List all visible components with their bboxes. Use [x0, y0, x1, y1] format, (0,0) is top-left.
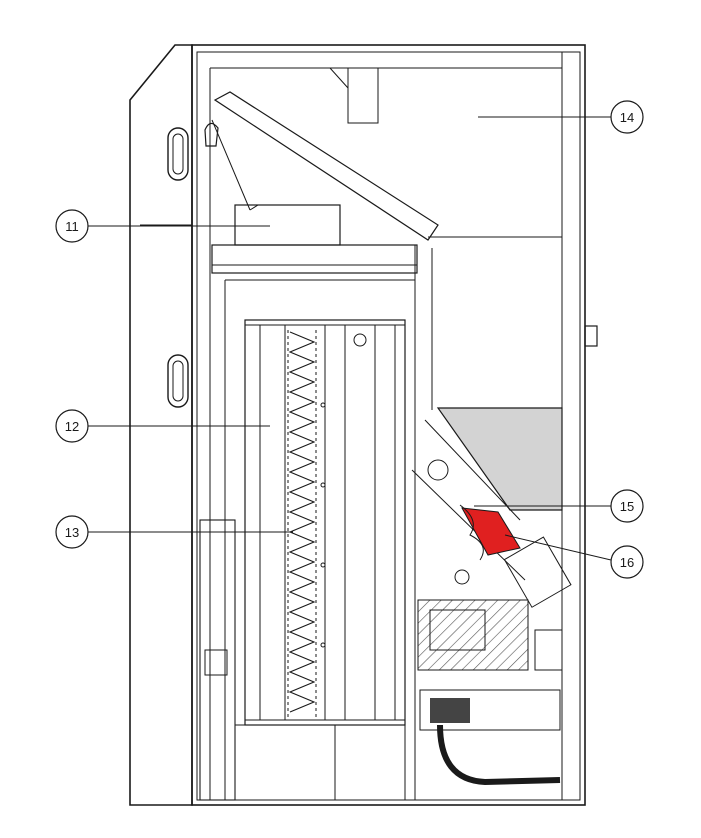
callout-14: 14	[610, 100, 644, 134]
svg-text:14: 14	[620, 110, 634, 125]
lower-door-frame	[199, 519, 406, 801]
svg-text:11: 11	[65, 219, 79, 234]
callout-13: 13	[55, 515, 89, 549]
burner-assembly	[417, 569, 563, 786]
part-14-hopper	[411, 248, 563, 581]
svg-text:15: 15	[620, 499, 634, 514]
part-12-heat-exchanger	[224, 245, 416, 800]
part-13-turbulator-spiral	[287, 330, 317, 720]
side-handle-lower	[167, 354, 189, 408]
part-15-16-feed-auger	[427, 459, 572, 608]
side-handle-upper	[167, 127, 189, 181]
svg-text:13: 13	[65, 525, 79, 540]
svg-text:16: 16	[620, 555, 634, 570]
callout-15: 15	[610, 489, 644, 523]
part-11-box	[211, 204, 418, 274]
hopper-lid	[204, 67, 562, 241]
callout-16: 16	[610, 545, 644, 579]
svg-text:12: 12	[65, 419, 79, 434]
callout-leaders	[88, 116, 612, 561]
callout-12: 12	[55, 409, 89, 443]
callout-11: 11	[55, 209, 89, 243]
